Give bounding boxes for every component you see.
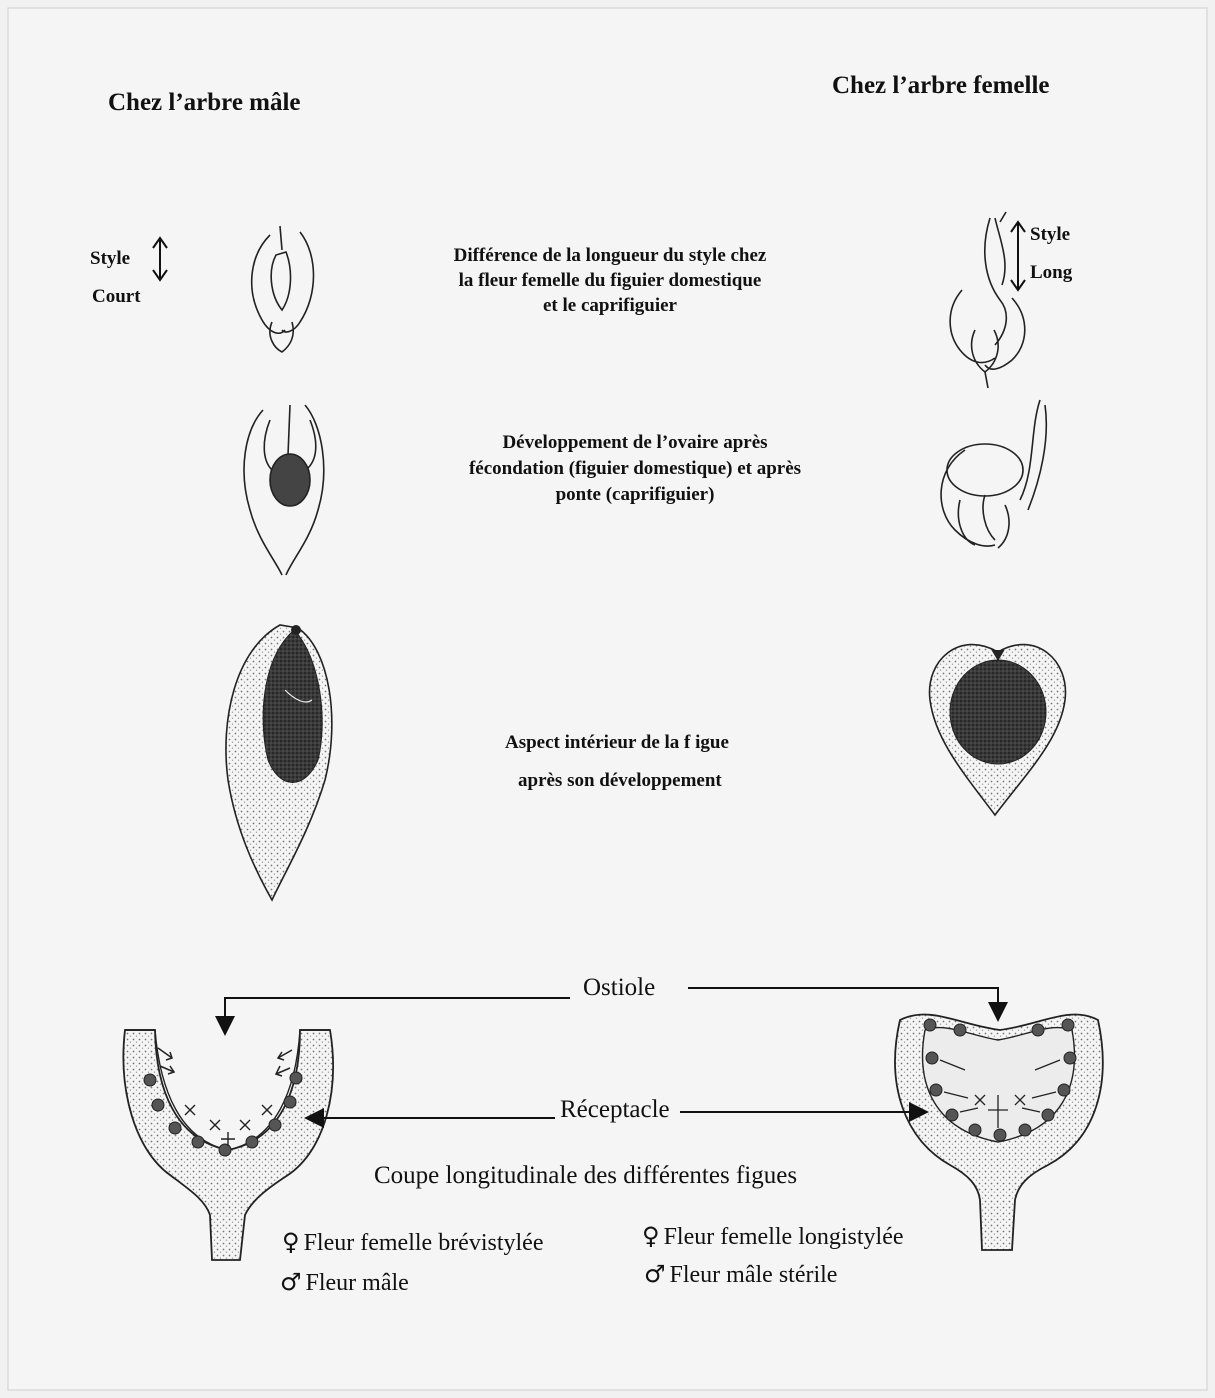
caption-style-length-line-2: la fleur femelle du figuier domestique: [400, 268, 820, 293]
legend-label: Fleur femelle brévistylée: [304, 1230, 544, 1256]
caption-longitudinal-section: Coupe longitudinale des différentes figu…: [374, 1162, 797, 1190]
caption-ovary-line-3: ponte (caprifiguier): [425, 482, 845, 508]
label-style-court: Court: [92, 286, 141, 308]
caption-style-length-line-1: Différence de la longueur du style chez: [400, 243, 820, 268]
male-symbol-icon: ♂: [280, 1268, 302, 1296]
legend-label: Fleur mâle: [306, 1270, 409, 1296]
female-symbol-icon: ♀: [642, 1222, 660, 1250]
caption-style-length: Différence de la longueur du style chez …: [400, 243, 820, 318]
male-symbol-icon: ♂: [644, 1260, 666, 1288]
legend-item-long-style-female: ♀Fleur femelle longistylée: [642, 1222, 904, 1251]
caption-ovary-development: Développement de l’ovaire après fécondat…: [425, 430, 845, 508]
label-receptacle: Réceptacle: [560, 1096, 670, 1124]
heading-male-tree: Chez l’arbre mâle: [108, 89, 301, 117]
label-ostiole: Ostiole: [583, 974, 655, 1002]
legend-item-sterile-male: ♂Fleur mâle stérile: [644, 1260, 837, 1289]
caption-style-length-line-3: et le caprifiguier: [400, 293, 820, 318]
label-style-long: Long: [1030, 262, 1072, 284]
caption-interior-line-2: après son développement: [518, 770, 722, 792]
legend-item-short-style-female: ♀Fleur femelle brévistylée: [282, 1228, 543, 1257]
label-style-short-top: Style: [90, 248, 130, 270]
caption-ovary-line-1: Développement de l’ovaire après: [425, 430, 845, 456]
label-style-long-top: Style: [1030, 224, 1070, 246]
heading-female-tree: Chez l’arbre femelle: [832, 72, 1050, 100]
caption-ovary-line-2: fécondation (figuier domestique) et aprè…: [425, 456, 845, 482]
caption-interior-line-1: Aspect intérieur de la f igue: [505, 732, 729, 754]
legend-label: Fleur femelle longistylée: [664, 1224, 904, 1250]
female-symbol-icon: ♀: [282, 1228, 300, 1256]
legend-label: Fleur mâle stérile: [670, 1262, 838, 1288]
legend-item-male: ♂Fleur mâle: [280, 1268, 409, 1297]
